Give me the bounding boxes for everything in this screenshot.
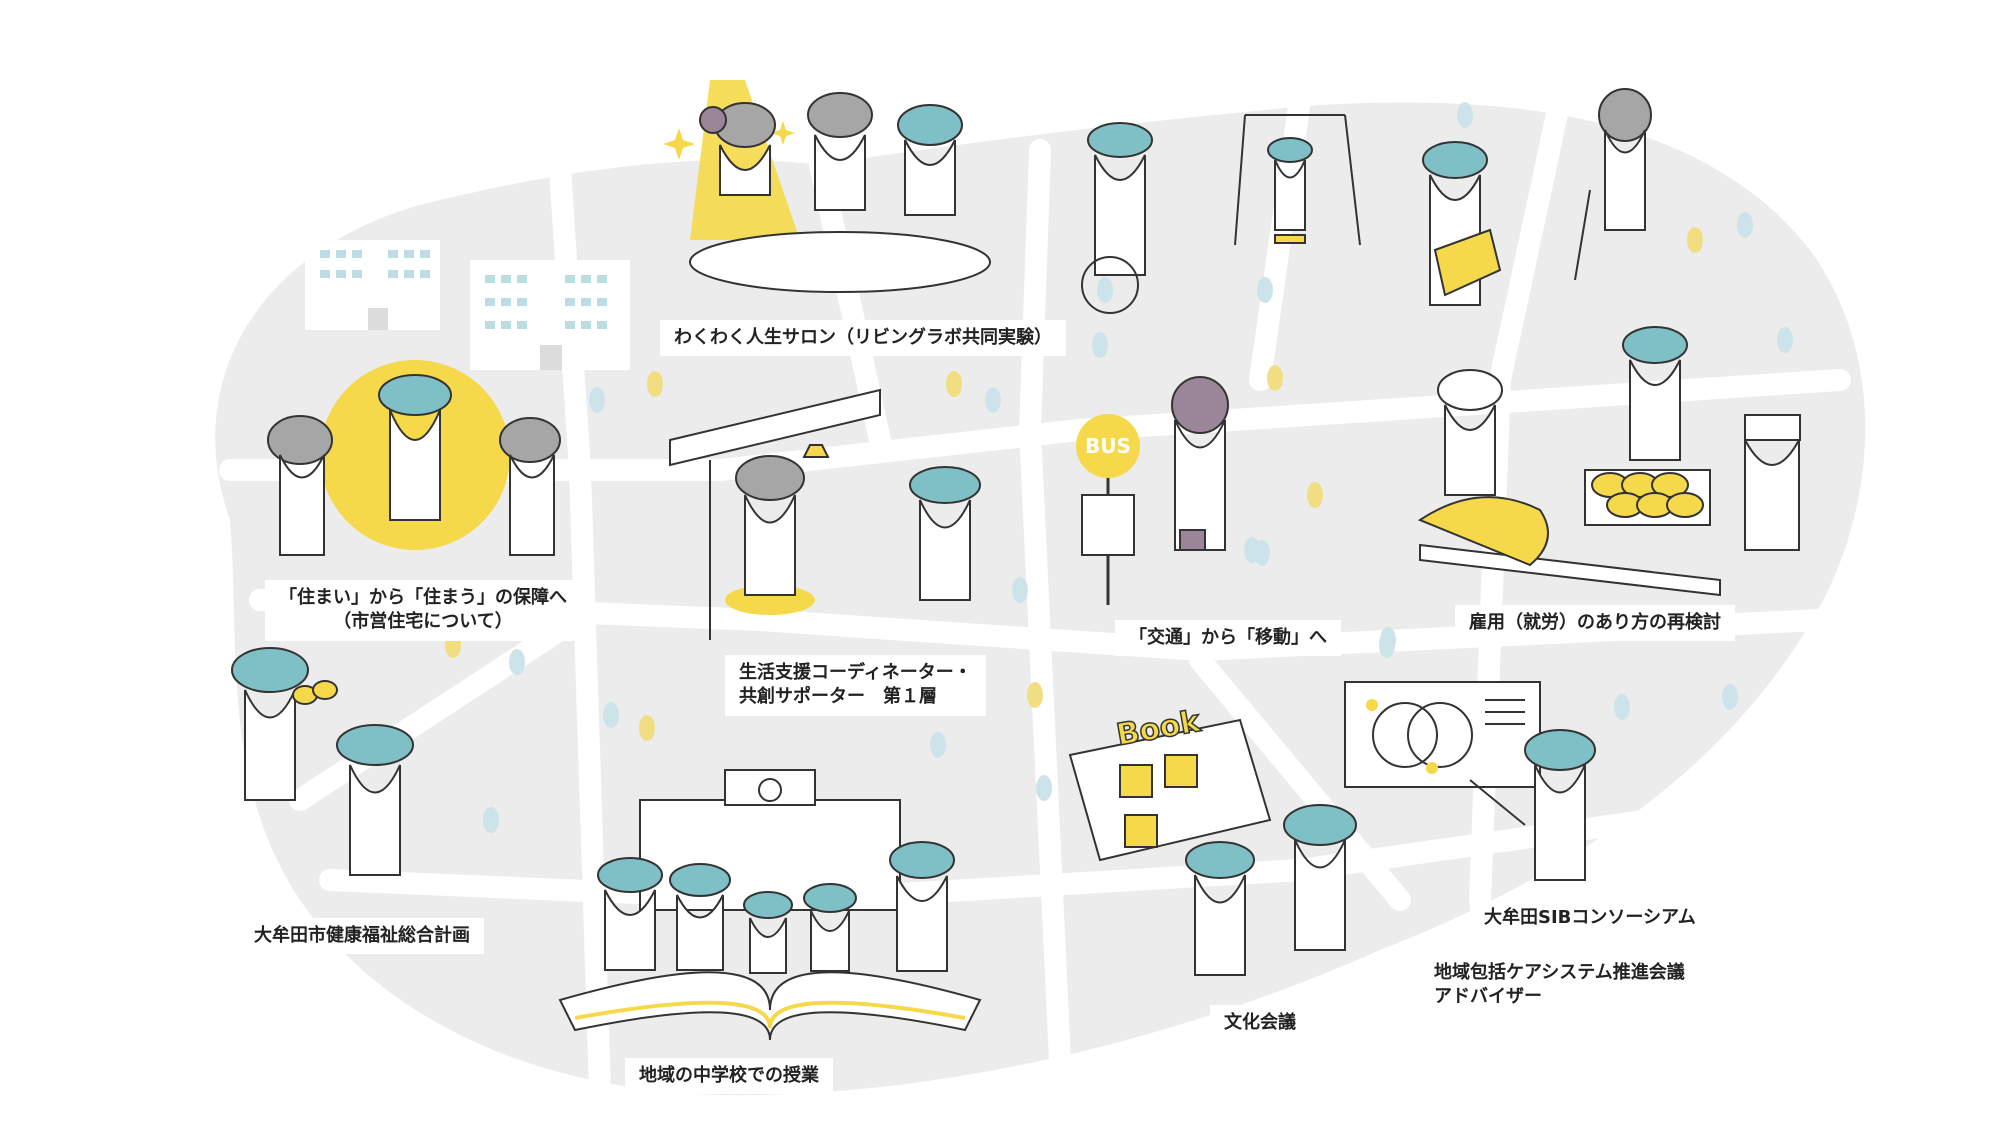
welfare-plan-label: 大牟田市健康福祉総合計画: [240, 918, 484, 955]
housing-label-line1: 「住まい」から「住まう」の保障へ: [279, 587, 567, 608]
bus-stop-sign: [1076, 414, 1140, 478]
school-class-label: 地域の中学校での授業: [625, 1058, 833, 1095]
employment-scene: [1417, 326, 1801, 597]
sib-label: 大牟田SIBコンソーシアム: [1470, 900, 1710, 937]
clock-icon: [758, 778, 782, 802]
salon-scene: [663, 80, 991, 293]
transport-scene: BUS: [1076, 376, 1229, 605]
care-system-label-line1: 地域包括ケアシステム推進会議: [1434, 962, 1685, 983]
pointer-icon: [1469, 779, 1526, 826]
coordinator-label: 生活支援コーディネーター・ 共創サポーター 第１層: [725, 655, 986, 716]
welfare-plan-scene: [231, 647, 414, 876]
sparkle-icon: [663, 128, 695, 160]
lamp-icon: [802, 444, 830, 458]
apartment-buildings: [305, 240, 630, 370]
coordinator-label-line1: 生活支援コーディネーター・: [739, 662, 972, 683]
culture-scene: Book: [1068, 703, 1357, 976]
housing-scene: [267, 360, 561, 556]
care-system-label: 地域包括ケアシステム推進会議 アドバイザー: [1420, 955, 1699, 1016]
coordinator-scene: [669, 388, 981, 640]
sparkle-icon: [771, 121, 795, 145]
park-scene: [1081, 88, 1652, 314]
sib-scene: [1344, 681, 1596, 881]
binoculars-icon: [292, 680, 338, 705]
housing-label: 「住まい」から「住まう」の保障へ （市営住宅について）: [265, 580, 581, 641]
salon-label: わくわく人生サロン（リビングラボ共同実験）: [660, 320, 1066, 357]
venn-diagram-icon: [1366, 699, 1473, 774]
housing-label-line2: （市営住宅について）: [333, 611, 513, 633]
school-scene: [558, 769, 982, 1041]
employment-label: 雇用（就労）のあり方の再検討: [1455, 605, 1735, 642]
coordinator-label-line2: 共創サポーター 第１層: [739, 686, 937, 708]
care-system-label-line2: アドバイザー: [1434, 986, 1542, 1008]
trees: [445, 102, 1793, 833]
culture-council-label: 文化会議: [1210, 1005, 1310, 1042]
transport-label: 「交通」から「移動」へ: [1115, 620, 1341, 657]
bus-sign-text: BUS: [1085, 434, 1131, 458]
